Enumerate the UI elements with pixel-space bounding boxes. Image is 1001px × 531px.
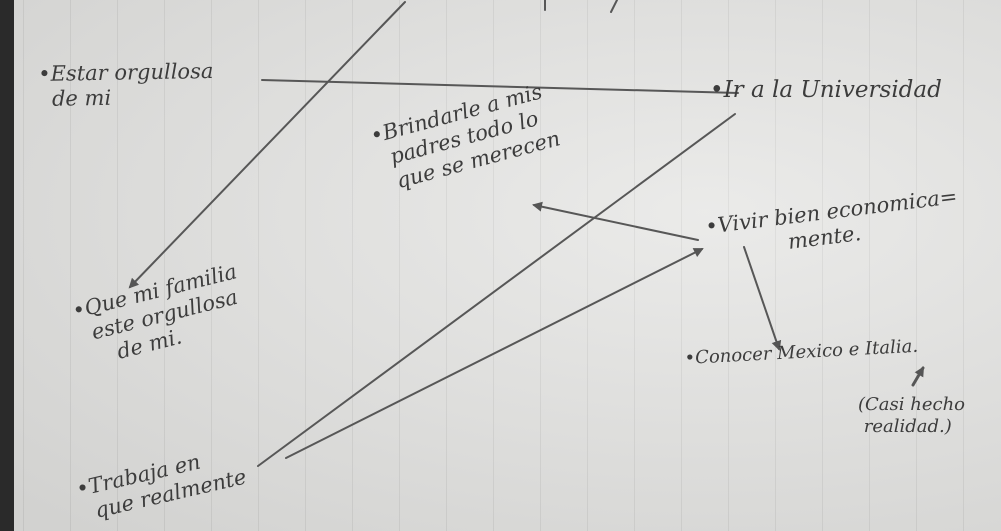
arrow-casi-hecho-to-italia [911,366,925,387]
notebook-page [14,0,1001,531]
line-top-stroke-right [610,0,618,13]
node-estar-orgullosa: •Estar orgullosa de mi [38,58,214,111]
line-orgullosa-to-universidad [261,79,739,94]
arrow-vivir-to-brindarle [532,201,699,241]
node-ir-universidad: •Ir a la Universidad [710,77,942,103]
arrow-vivir-to-conocer [743,246,782,351]
arrow-trabaja-to-vivir [285,248,704,459]
arrow-top-to-familia [128,1,406,289]
line-universidad-to-trabaja [257,113,736,467]
node-casi-hecho: (Casi hecho realidad.) [858,394,965,437]
